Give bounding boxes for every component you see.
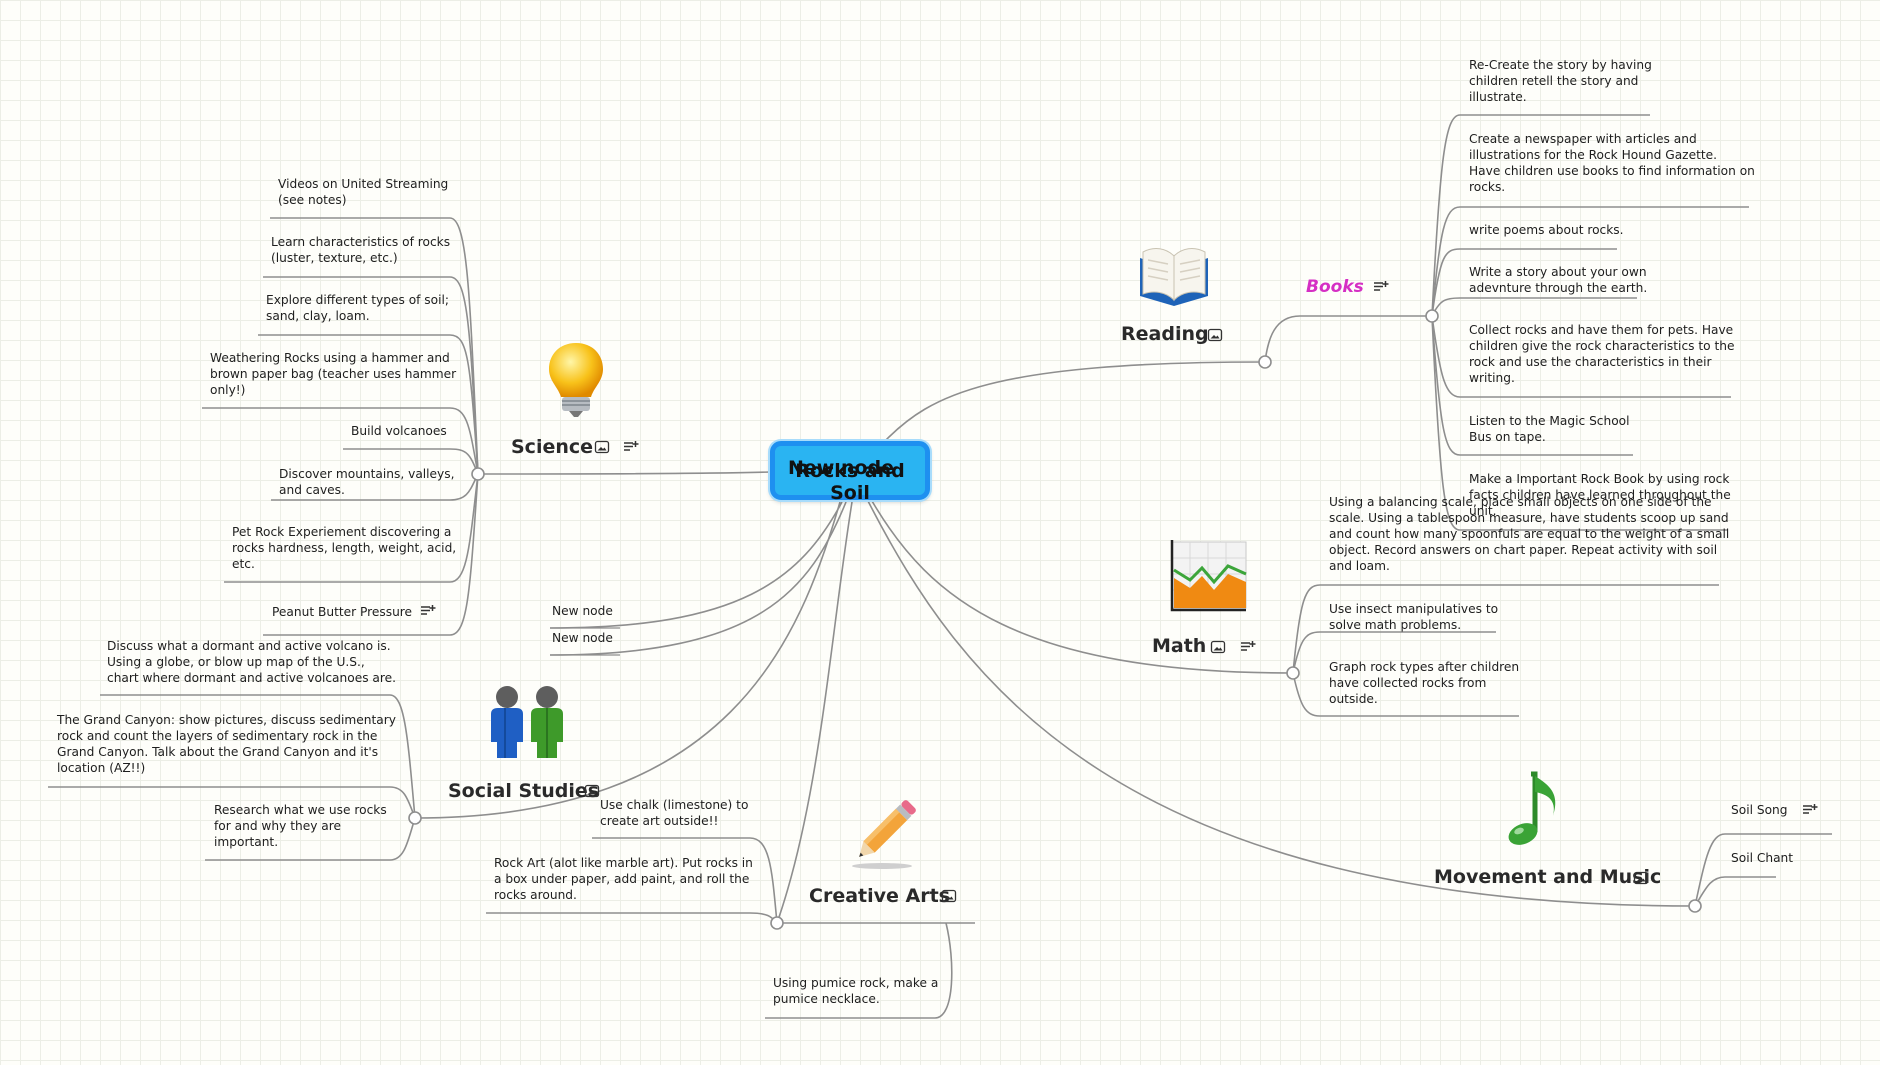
creative-item-3[interactable]: Using pumice rock, make a pumice necklac… xyxy=(773,976,939,1006)
new-node-1[interactable]: New node xyxy=(552,604,613,618)
branch-science[interactable]: Science xyxy=(511,436,594,458)
notes-icon[interactable] xyxy=(1373,280,1389,294)
creative-item-2[interactable]: Rock Art (alot like marble art). Put roc… xyxy=(494,856,753,902)
central-topic-title: Rocks and Soil xyxy=(795,460,905,504)
science-item-8[interactable]: Peanut Butter Pressure xyxy=(272,605,413,619)
reading-item-3[interactable]: write poems about rocks. xyxy=(1469,223,1624,237)
social-item-1[interactable]: Discuss what a dormant and active volcan… xyxy=(107,639,397,685)
pencil-icon xyxy=(846,790,926,874)
image-icon[interactable] xyxy=(1210,640,1226,654)
central-overlapping-node[interactable]: New node xyxy=(788,457,895,479)
notes-icon[interactable] xyxy=(420,604,436,618)
people-icon xyxy=(486,684,568,762)
reading-item-7[interactable]: Make a Important Rock Book by using rock… xyxy=(1469,472,1731,518)
social-item-3[interactable]: Research what we use rocks for and why t… xyxy=(214,803,387,849)
image-icon[interactable] xyxy=(1633,871,1649,885)
math-item-1[interactable]: Using a balancing scale, place small obj… xyxy=(1329,495,1730,573)
creative-item-1[interactable]: Use chalk (limestone) to create art outs… xyxy=(600,798,749,828)
branch-social-studies[interactable]: Social Studies xyxy=(448,780,600,802)
math-item-3[interactable]: Graph rock types after children have col… xyxy=(1329,660,1520,706)
central-topic[interactable]: Rocks and Soil New node xyxy=(770,441,930,504)
science-item-6[interactable]: Discover mountains, valleys, and caves. xyxy=(279,467,455,497)
music-item-soil-song[interactable]: Soil Song xyxy=(1731,803,1788,817)
branch-movement-and-music[interactable]: Movement and Music xyxy=(1434,866,1662,888)
image-icon[interactable] xyxy=(1207,328,1223,342)
branch-creative-arts[interactable]: Creative Arts xyxy=(809,885,950,907)
branch-math[interactable]: Math xyxy=(1152,635,1207,657)
reading-item-4[interactable]: Write a story about your own adevnture t… xyxy=(1469,265,1648,295)
science-item-7[interactable]: Pet Rock Experiement discovering a rocks… xyxy=(232,525,457,571)
reading-item-5[interactable]: Collect rocks and have them for pets. Ha… xyxy=(1469,323,1735,385)
reading-item-2[interactable]: Create a newspaper with articles and ill… xyxy=(1469,132,1755,194)
notes-icon[interactable] xyxy=(1240,640,1256,654)
reading-item-6[interactable]: Listen to the Magic School Bus on tape. xyxy=(1469,414,1630,444)
math-item-2[interactable]: Use insect manipulatives to solve math p… xyxy=(1329,602,1499,632)
reading-item-1[interactable]: Re-Create the story by having children r… xyxy=(1469,58,1652,104)
science-item-3[interactable]: Explore different types of soil; sand, c… xyxy=(266,293,449,323)
branch-reading[interactable]: Reading xyxy=(1121,323,1209,345)
music-item-soil-chant[interactable]: Soil Chant xyxy=(1731,851,1794,865)
notes-icon[interactable] xyxy=(623,440,639,454)
music-note-icon xyxy=(1503,770,1569,856)
image-icon[interactable] xyxy=(941,889,957,903)
image-icon[interactable] xyxy=(594,440,610,454)
sub-branch-books[interactable]: Books xyxy=(1306,277,1364,297)
science-item-5[interactable]: Build volcanoes xyxy=(351,424,447,438)
social-item-2[interactable]: The Grand Canyon: show pictures, discuss… xyxy=(57,713,396,775)
lightbulb-icon xyxy=(545,340,607,424)
image-icon[interactable] xyxy=(584,784,600,798)
notes-icon[interactable] xyxy=(1802,803,1818,817)
book-icon xyxy=(1134,236,1214,310)
science-item-4[interactable]: Weathering Rocks using a hammer and brow… xyxy=(210,351,457,397)
science-item-2[interactable]: Learn characteristics of rocks (luster, … xyxy=(271,235,451,265)
science-item-1[interactable]: Videos on United Streaming (see notes) xyxy=(278,177,449,207)
new-node-2[interactable]: New node xyxy=(552,631,613,645)
chart-icon xyxy=(1166,538,1248,616)
